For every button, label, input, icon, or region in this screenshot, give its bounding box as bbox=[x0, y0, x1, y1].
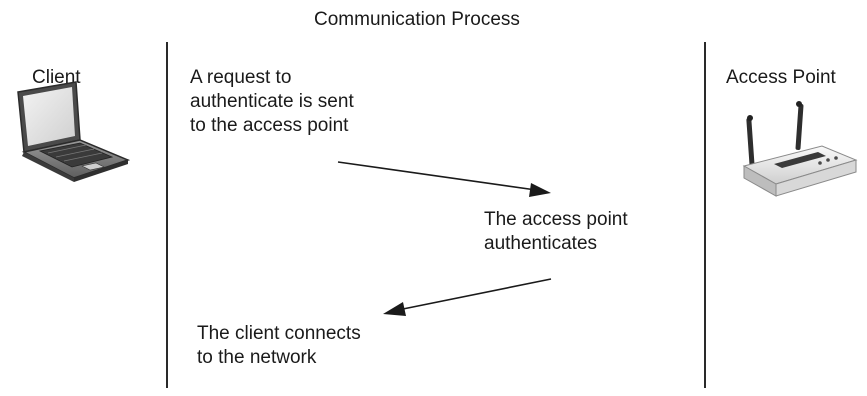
access-point-label: Access Point bbox=[726, 67, 836, 88]
step-authenticate-text: The access point authenticates bbox=[484, 209, 628, 254]
wireless-router-icon bbox=[742, 101, 858, 197]
connect-arrow bbox=[383, 278, 552, 316]
diagram-title: Communication Process bbox=[314, 9, 520, 30]
step-connect-text: The client connects to the network bbox=[197, 323, 361, 368]
laptop-icon bbox=[17, 81, 131, 182]
client-lane-divider bbox=[166, 42, 168, 388]
access-point-lane-divider bbox=[704, 42, 706, 388]
step-request-text: A request to authenticate is sent to the… bbox=[190, 67, 354, 136]
request-arrow bbox=[337, 161, 551, 197]
